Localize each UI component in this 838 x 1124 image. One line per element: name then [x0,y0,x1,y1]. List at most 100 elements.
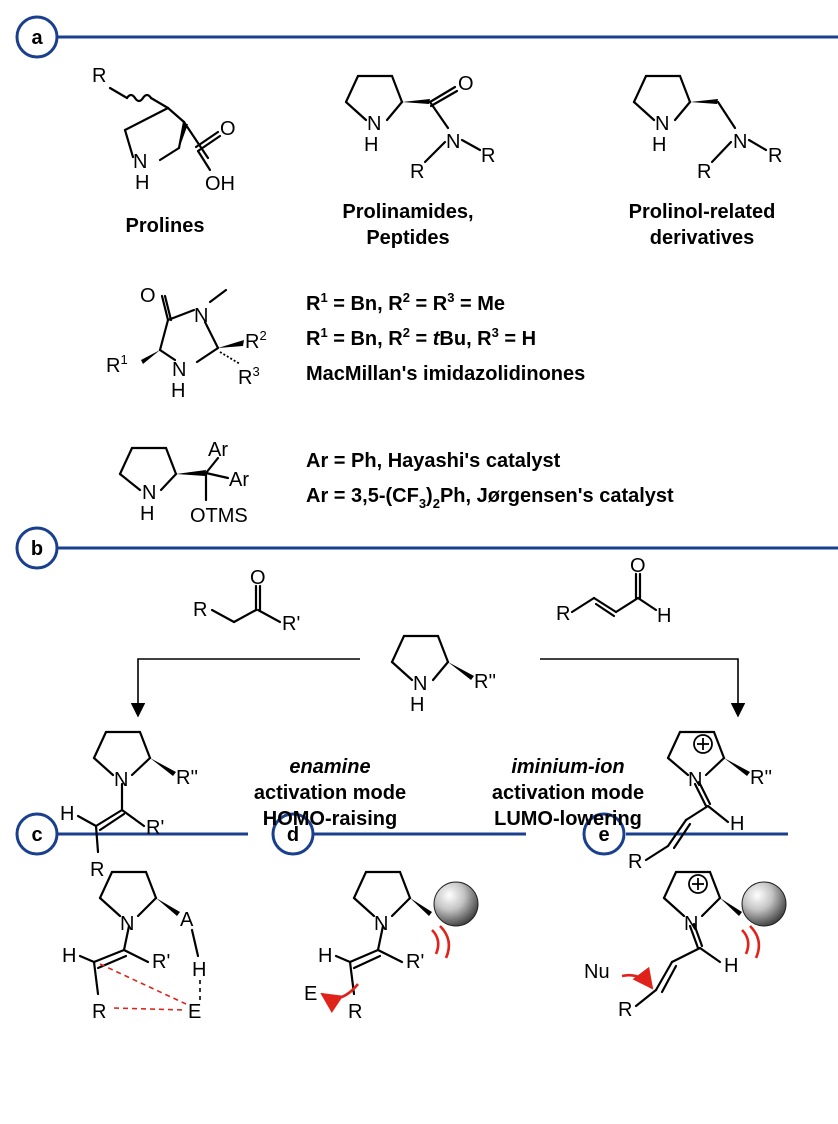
prolines-label: Prolines [126,215,205,237]
imid-o: O [140,285,156,307]
ketone-rp: R' [282,613,300,635]
enal-structure: R O H [556,555,671,627]
prolinamide-n2: N [446,131,460,153]
badge-d: d [287,824,299,846]
enamine-h: H [60,803,74,825]
section-a-header: a [15,15,838,59]
prolinamide-o: O [458,73,474,95]
hayashi-label: Ar = Ph, Hayashi's catalyst [306,450,561,472]
prolinamide-structure: N H O N R R [344,73,495,183]
diaryl-n: N [142,482,156,504]
panel-d-structure: N H R' E R [304,870,479,1023]
c-h: H [192,959,206,981]
imid-r1: R1 [106,352,128,377]
proline-oh: OH [205,173,235,195]
proline-n: N [133,151,147,173]
e-nu: Nu [584,961,610,983]
badge-c: c [31,824,42,846]
iminium-orbital: LUMO-lowering [494,808,642,830]
badge-b: b [31,538,43,560]
diaryl-ar1: Ar [208,439,228,461]
proline-o: O [220,118,236,140]
enamine-rp: R' [146,817,164,839]
macmillan-variant-2: R1 = Bn, R2 = tBu, R3 = H [306,325,536,350]
prolinamide-n: N [367,113,381,135]
proline-h: H [135,172,149,194]
prolinamides-label-1: Prolinamides, [342,201,473,223]
diarylprolinol-structure: N H Ar Ar OTMS [118,439,249,527]
enal-o: O [630,555,646,577]
enamine-rpp: R'' [176,767,198,789]
d-r: R [348,1001,362,1023]
prolinol-n2: N [733,131,747,153]
d-n: N [374,913,388,935]
imid-r2: R2 [245,328,267,353]
imid-h: H [171,380,185,402]
imidazolidinone-structure: O N N H R1 R2 R3 [106,285,267,402]
section-c-header: c [15,812,248,856]
panel-e-structure: N H Nu R [584,870,787,1021]
iminium-h: H [730,813,744,835]
enamine-orbital: HOMO-raising [263,808,397,830]
jorgensen-label: Ar = 3,5-(CF3)2Ph, Jørgensen's catalyst [306,485,674,511]
macmillan-name: MacMillan's imidazolidinones [306,363,585,385]
e-r: R [618,999,632,1021]
e-bulky-group-ball [741,881,787,927]
prolinol-label-1: Prolinol-related [629,201,776,223]
central-n: N [413,673,427,695]
imid-n1: N [194,305,208,327]
d-e: E [304,983,317,1005]
iminium-word: iminium-ion [511,756,624,778]
d-bulky-group-ball [433,881,479,927]
enamine-mode: activation mode [254,782,406,804]
proline-structure: R N H O OH [92,65,236,195]
diaryl-otms: OTMS [190,505,248,527]
section-d-header: d [271,812,526,856]
badge-e: e [598,824,609,846]
c-e: E [188,1001,201,1023]
prolinol-r2: R [768,145,782,167]
enamine-structure: N R'' H R' R [60,730,198,881]
c-rp: R' [152,951,170,973]
iminium-mode: activation mode [492,782,644,804]
badge-a: a [31,27,43,49]
prolinamide-h: H [364,134,378,156]
prolinol-h: H [652,134,666,156]
iminium-structure: N R'' H R [628,730,772,873]
prolinol-n: N [655,113,669,135]
prolinamide-r1: R [410,161,424,183]
enal-h: H [657,605,671,627]
prolinamide-r2: R [481,145,495,167]
ketone-o: O [250,567,266,589]
enamine-word: enamine [289,756,370,778]
enal-r: R [556,603,570,625]
d-rp: R' [406,951,424,973]
macmillan-variant-1: R1 = Bn, R2 = R3 = Me [306,290,505,315]
prolinol-r1: R [697,161,711,183]
enamine-r: R [90,859,104,881]
arrow-to-iminium [540,658,746,718]
iminium-rpp: R'' [750,767,772,789]
central-rpp: R'' [474,671,496,693]
section-b-header: b [15,526,838,570]
diaryl-ar2: Ar [229,469,249,491]
prolinamides-label-2: Peptides [366,227,449,249]
iminium-n: N [688,769,702,791]
c-r: R [92,1001,106,1023]
e-h: H [724,955,738,977]
enamine-n: N [114,769,128,791]
prolinol-structure: N H N R R [632,74,782,183]
iminium-r: R [628,851,642,873]
prolinol-label-2: derivatives [650,227,755,249]
d-h: H [318,945,332,967]
panel-c-structure: N A H H R' E R [62,870,206,1023]
imid-nh: N [172,359,186,381]
central-catalyst-structure: N H R'' [390,634,496,716]
ketone-structure: R O R' [193,567,300,635]
proline-r: R [92,65,106,87]
central-h: H [410,694,424,716]
diaryl-h: H [140,503,154,525]
c-a: A [180,909,194,931]
imid-r3: R3 [238,364,260,389]
